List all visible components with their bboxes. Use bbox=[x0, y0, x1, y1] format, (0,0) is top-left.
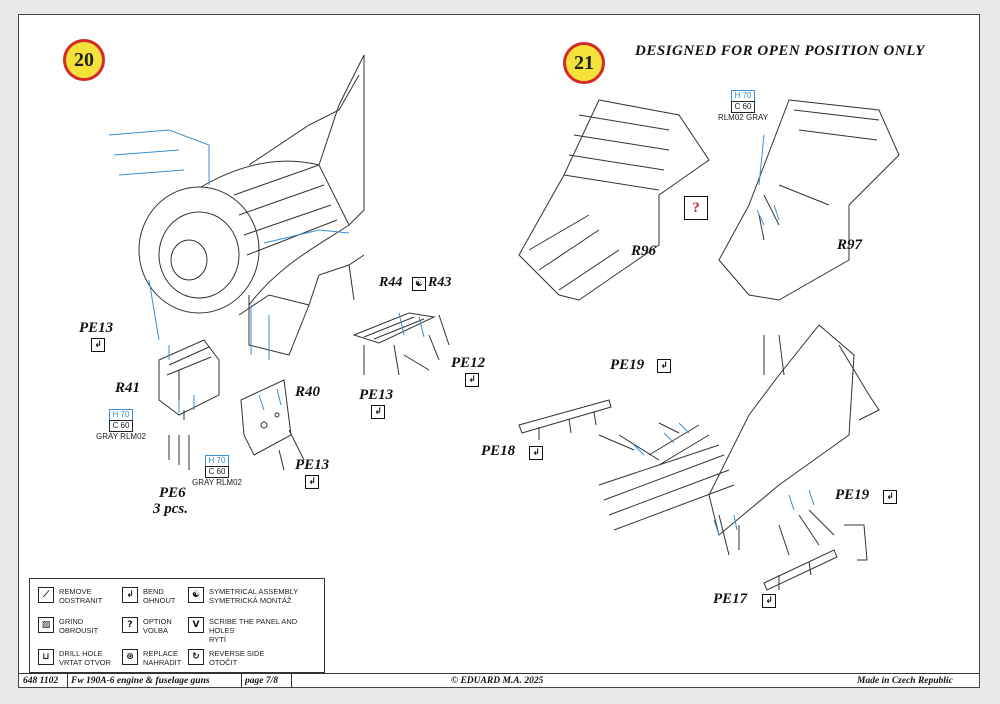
r97-panel bbox=[718, 99, 900, 301]
label-r41: R41 bbox=[115, 380, 141, 396]
label-pe17: PE17 bbox=[713, 591, 748, 607]
scribe-icon: V bbox=[188, 617, 204, 633]
step-20-badge: 20 bbox=[63, 39, 105, 81]
label-r44: R44 bbox=[379, 275, 403, 290]
footer-origin: Made in Czech Republic bbox=[857, 676, 953, 686]
yin-yang-icon: ☯ bbox=[412, 277, 426, 291]
label-r96: R96 bbox=[631, 243, 657, 259]
option-icon: ? bbox=[684, 196, 708, 220]
label-pe13-bottom: PE13 bbox=[295, 457, 330, 473]
bend-icon: ↲ bbox=[122, 587, 138, 603]
assembly-drawings bbox=[108, 54, 900, 591]
bend-icon: ↲ bbox=[91, 338, 105, 352]
knife-icon: ⟋ bbox=[38, 587, 54, 603]
label-pe6-quantity: 3 pcs. bbox=[153, 501, 188, 517]
bend-icon: ↲ bbox=[465, 373, 479, 387]
label-pe12: PE12 bbox=[451, 355, 486, 371]
paint-name: RLM02 GRAY bbox=[717, 113, 769, 122]
label-pe13-right: PE13 bbox=[359, 387, 394, 403]
label-r97: R97 bbox=[837, 237, 863, 253]
bend-icon: ↲ bbox=[371, 405, 385, 419]
label-pe6: PE6 bbox=[159, 485, 186, 501]
step-20-number: 20 bbox=[74, 48, 94, 71]
paint-code-r41: H 70 C 60 GRAY RLM02 bbox=[91, 409, 151, 442]
footer-page: page 7/8 bbox=[245, 676, 278, 686]
paint-code-r40: H 70 C 60 GRAY RLM02 bbox=[187, 455, 247, 488]
label-pe18: PE18 bbox=[481, 443, 516, 459]
paint-code-r97: H 70 C 60 RLM02 GRAY bbox=[713, 90, 773, 123]
pe17-strip bbox=[763, 549, 838, 591]
yin-yang-icon: ☯ bbox=[188, 587, 204, 603]
question-icon: ? bbox=[122, 617, 138, 633]
paint-c-code: C 60 bbox=[204, 466, 230, 478]
label-r43: R43 bbox=[428, 275, 452, 290]
bend-icon: ↲ bbox=[657, 359, 671, 373]
bend-icon: ↲ bbox=[762, 594, 776, 608]
step-21-badge: 21 bbox=[563, 42, 605, 84]
footer-code: 648 1102 bbox=[23, 676, 59, 686]
engine-cowl-ring bbox=[138, 186, 260, 314]
r40-panel bbox=[240, 379, 292, 456]
replace-icon: ⊛ bbox=[122, 649, 138, 665]
paint-name: GRAY RLM02 bbox=[192, 478, 242, 487]
label-pe19-top: PE19 bbox=[610, 357, 645, 373]
gun-assembly bbox=[708, 324, 855, 536]
drill-icon: ⊔ bbox=[38, 649, 54, 665]
paint-name: GRAY RLM02 bbox=[96, 432, 146, 441]
file-icon: ▨ bbox=[38, 617, 54, 633]
bend-icon: ↲ bbox=[529, 446, 543, 460]
label-pe19-right: PE19 bbox=[835, 487, 870, 503]
bend-icon: ↲ bbox=[883, 490, 897, 504]
paint-c-code: C 60 bbox=[108, 420, 134, 432]
r44-r43-strip bbox=[352, 312, 436, 344]
r41-panel bbox=[158, 339, 220, 416]
footer-bar: 648 1102 Fw 190A-6 engine & fuselage gun… bbox=[19, 673, 979, 688]
reverse-icon: ↻ bbox=[188, 649, 204, 665]
pe18-strip bbox=[518, 399, 612, 434]
open-position-note: DESIGNED FOR OPEN POSITION ONLY bbox=[635, 43, 925, 59]
label-pe13-top: PE13 bbox=[79, 320, 114, 336]
instruction-sheet: 20 21 DESIGNED FOR OPEN POSITION ONLY PE… bbox=[18, 14, 980, 688]
r96-panel bbox=[518, 99, 710, 301]
footer-copyright: © EDUARD M.A. 2025 bbox=[451, 676, 544, 686]
step-21-number: 21 bbox=[574, 51, 594, 74]
label-r40: R40 bbox=[295, 384, 321, 400]
bend-icon: ↲ bbox=[305, 475, 319, 489]
paint-c-code: C 60 bbox=[730, 101, 756, 113]
footer-title: Fw 190A-6 engine & fuselage guns bbox=[71, 676, 210, 686]
